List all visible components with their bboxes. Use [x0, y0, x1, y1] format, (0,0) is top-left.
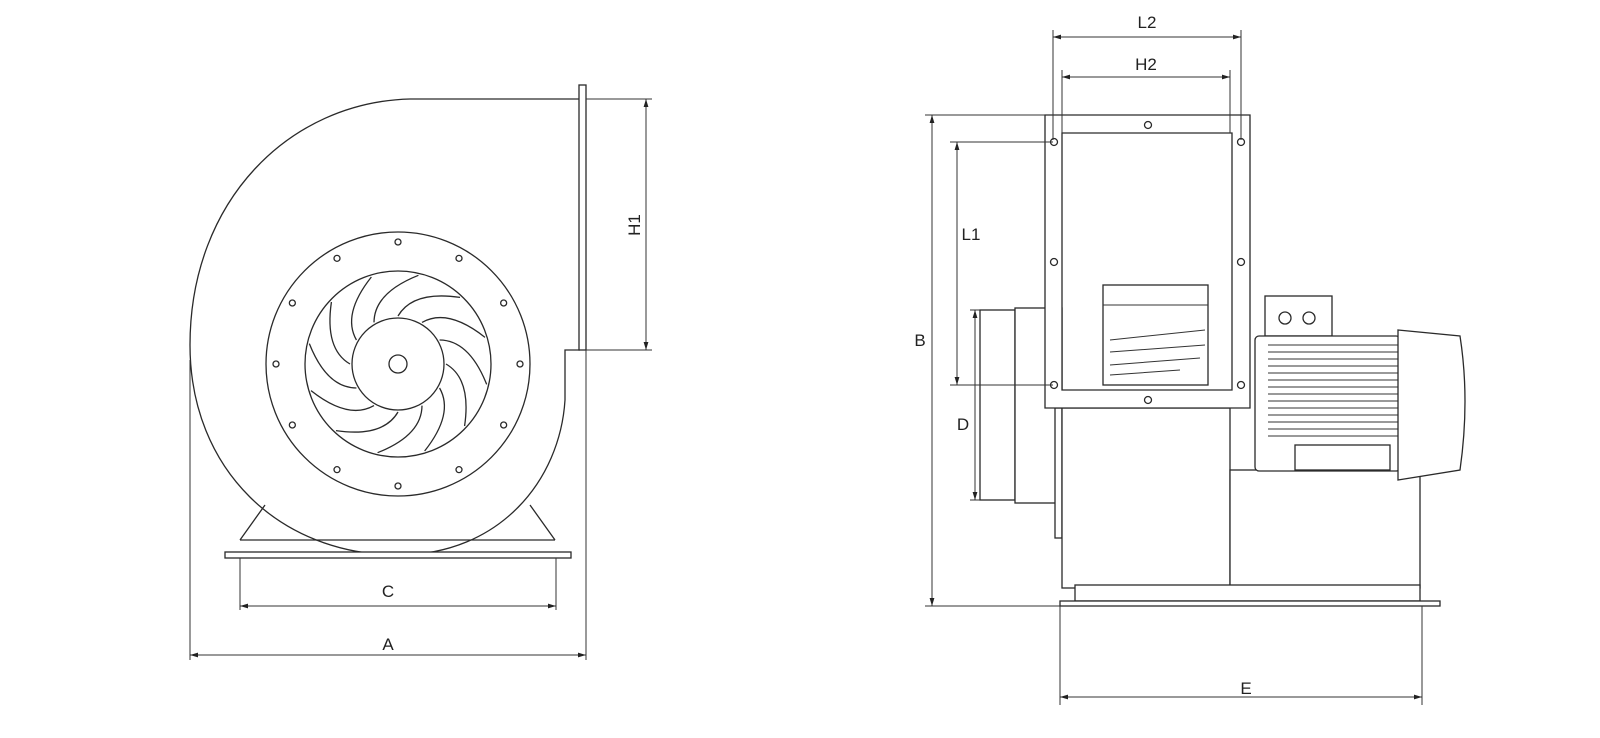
- impeller-blade: [439, 339, 488, 385]
- base-plate-front: [1059, 600, 1441, 607]
- bolt-hole: [516, 360, 524, 368]
- impeller-blade: [350, 276, 372, 341]
- inlet-ring: [265, 231, 531, 497]
- bolt-hole: [333, 254, 341, 262]
- fan-housing: [1061, 407, 1231, 589]
- shaft: [388, 354, 408, 374]
- motor-fan-cover: [1397, 329, 1466, 481]
- impeller-blade: [424, 387, 446, 452]
- base-plate: [224, 551, 572, 559]
- bolt-hole: [455, 466, 463, 474]
- impeller-blade: [329, 301, 351, 365]
- label-d: D: [957, 415, 969, 434]
- inlet-cone: [979, 309, 1016, 501]
- impeller-blade: [445, 363, 467, 427]
- side-view: C A H1: [189, 84, 652, 660]
- impeller-view: [1102, 284, 1209, 386]
- label-b: B: [914, 331, 925, 350]
- base-frame: [1074, 584, 1421, 602]
- outlet-flange-frame: [1044, 114, 1251, 409]
- flange-hole: [1143, 395, 1153, 405]
- flange-hole: [1236, 257, 1246, 267]
- motor-cooling-fins: [1268, 344, 1398, 437]
- flange-hole: [1049, 257, 1059, 267]
- inlet-bolt-holes: [272, 238, 524, 490]
- flange-holes: [1049, 120, 1246, 405]
- impeller-blade: [397, 295, 461, 317]
- bolt-hole: [500, 421, 508, 429]
- terminal-box: [1264, 295, 1333, 337]
- scroll-casing: [189, 98, 580, 556]
- label-h1: H1: [625, 214, 644, 236]
- impeller-blade: [421, 316, 486, 338]
- impeller-blades: [308, 274, 488, 454]
- support-feet: [239, 504, 556, 541]
- impeller-hub: [351, 317, 445, 411]
- impeller-blade: [373, 274, 419, 323]
- impeller-blade: [335, 411, 399, 433]
- impeller-blade: [308, 343, 357, 389]
- bolt-hole: [272, 360, 280, 368]
- bolt-hole: [288, 421, 296, 429]
- flange-hole: [1143, 120, 1153, 130]
- flange-hole: [1236, 380, 1246, 390]
- front-view: L2 H2 B L1 D E: [914, 13, 1466, 705]
- label-a: A: [382, 635, 394, 654]
- bolt-hole: [394, 238, 402, 246]
- bolt-hole: [500, 299, 508, 307]
- label-e: E: [1240, 679, 1251, 698]
- inlet-flange: [1054, 407, 1063, 539]
- bolt-hole: [288, 299, 296, 307]
- bolt-hole: [455, 254, 463, 262]
- label-h2: H2: [1135, 55, 1157, 74]
- impeller-outer: [304, 270, 492, 458]
- label-c: C: [382, 582, 394, 601]
- label-l1: L1: [962, 225, 981, 244]
- label-l2: L2: [1138, 13, 1157, 32]
- bolt-hole: [333, 466, 341, 474]
- outlet-flange: [578, 84, 587, 351]
- impeller-blade: [377, 405, 423, 454]
- motor-foot: [1294, 444, 1391, 471]
- impeller-blade: [310, 390, 375, 412]
- motor-pedestal: [1229, 469, 1421, 589]
- bolt-hole: [394, 482, 402, 490]
